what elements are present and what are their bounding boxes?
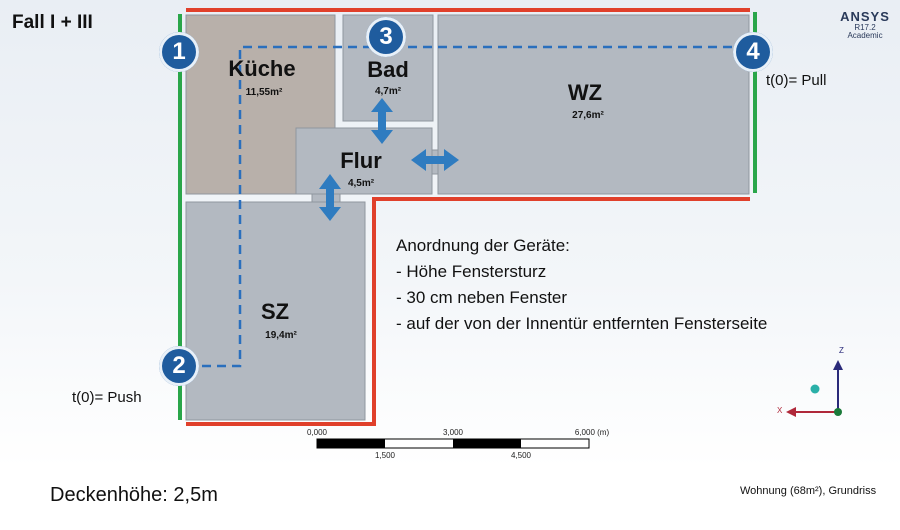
room-area-wz: 27,6m² [572, 110, 604, 121]
room-label-sz: SZ [260, 299, 290, 324]
room-area-sz: 19,4m² [265, 330, 297, 341]
room-flur [295, 127, 433, 195]
room-label-wz: WZ [567, 80, 603, 105]
room-wz [437, 14, 750, 195]
axis-triad [786, 360, 843, 417]
marker-3: 3 [366, 17, 406, 57]
notes-item: - Höhe Fenstersturz [396, 262, 547, 281]
scale-label-3: 3,000 [442, 428, 464, 437]
door-arrow-bad-flur [371, 98, 393, 144]
notes-item: - auf der von der Innentür entfernten Fe… [396, 314, 768, 333]
scale-label-6: 6,000 (m) [574, 428, 610, 437]
push-annotation: t(0)= Push [72, 389, 142, 406]
axis-label-z: Z [839, 346, 844, 355]
scale-bar [316, 438, 590, 449]
room-label-kueche: Küche [228, 56, 296, 81]
notes-title: Anordnung der Geräte: [396, 236, 570, 255]
ceiling-height: Deckenhöhe: 2,5m [50, 484, 218, 506]
room-area-kueche: 11,55m² [245, 87, 283, 98]
case-title: Fall I + III [12, 12, 93, 33]
pull-annotation: t(0)= Pull [766, 72, 827, 89]
marker-2: 2 [159, 346, 199, 386]
door-arrow-flur-wz [411, 149, 459, 171]
graphics-viewport[interactable]: Fall I + III ANSYS R17.2 Academic Küche … [0, 0, 900, 468]
connection-path [202, 45, 748, 368]
room-sz [185, 201, 366, 421]
room-label-bad: Bad [367, 57, 409, 82]
room-area-flur: 4,5m² [347, 178, 375, 189]
axis-label-x: X [777, 406, 783, 415]
room-area-bad: 4,7m² [374, 86, 402, 97]
scale-label-4-5: 4,500 [510, 451, 532, 460]
scale-label-1-5: 1,500 [374, 451, 396, 460]
marker-1: 1 [159, 32, 199, 72]
marker-4: 4 [733, 32, 773, 72]
device-notes: Anordnung der Geräte: - Höhe Fensterstur… [396, 233, 767, 337]
scale-label-0: 0,000 [306, 428, 328, 437]
room-label-flur: Flur [340, 148, 382, 173]
ansys-logo: ANSYS R17.2 Academic [840, 9, 890, 41]
notes-item: - 30 cm neben Fenster [396, 288, 568, 307]
outer-wall-red-step [186, 197, 750, 426]
floor-plan [178, 8, 843, 449]
plan-caption: Wohnung (68m²), Grundriss [740, 485, 877, 497]
door-arrow-flur-sz [319, 174, 341, 221]
